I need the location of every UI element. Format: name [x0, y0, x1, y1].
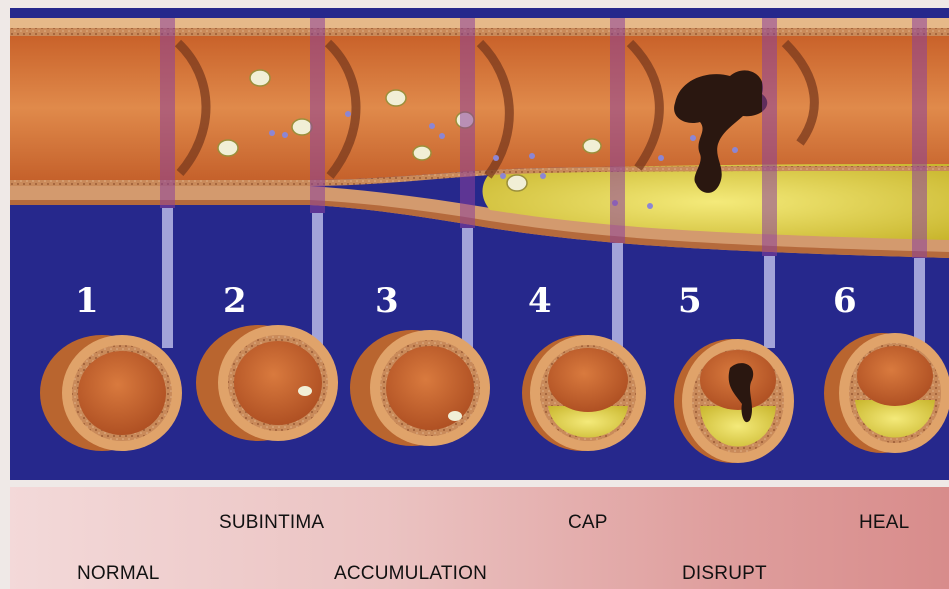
cross-section-4 — [522, 335, 646, 451]
cross-section-3 — [350, 330, 490, 446]
label-normal: NORMAL — [77, 563, 160, 585]
stage-number-6: 6 — [833, 281, 857, 321]
label-subintima: SUBINTIMA — [219, 512, 324, 534]
label-cap: CAP — [568, 512, 608, 534]
stage-number-1: 1 — [75, 281, 99, 321]
stage-number-3: 3 — [375, 281, 399, 321]
stage-labels-band: SUBINTIMA CAP HEAL NORMAL ACCUMULATION D… — [10, 487, 949, 589]
cross-section-6 — [824, 333, 949, 453]
cross-section-5 — [674, 339, 794, 463]
stage-number-2: 2 — [223, 281, 247, 321]
label-heal: HEAL — [859, 512, 909, 534]
label-accumulation: ACCUMULATION — [334, 563, 487, 585]
stage-number-4: 4 — [528, 281, 552, 321]
cross-section-2 — [196, 325, 338, 441]
label-disrupt: DISRUPT — [682, 563, 767, 585]
atherosclerosis-diagram: 1 2 3 4 5 6 — [10, 8, 949, 480]
cross-section-1 — [40, 335, 182, 451]
stage-number-5: 5 — [678, 281, 702, 321]
